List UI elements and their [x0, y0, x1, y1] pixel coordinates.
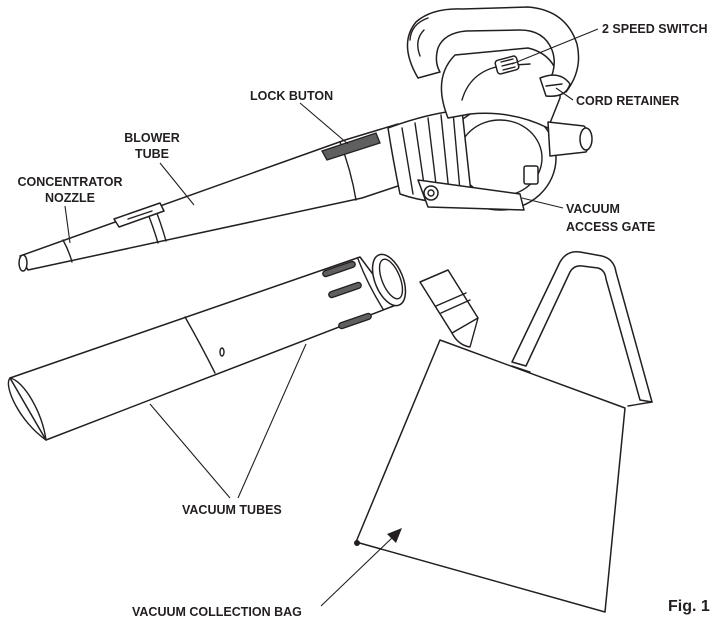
- vacuum-tube-end-ring: [357, 258, 384, 310]
- label-vacuum-collection-bag: VACUUM COLLECTION BAG: [132, 605, 302, 619]
- vacuum-collection-bag: [354, 250, 653, 613]
- arrowhead-collection-bag: [387, 528, 402, 543]
- vacuum-access-gate: [417, 179, 525, 211]
- vacuum-tube-hole: [219, 347, 225, 357]
- blower-tube-latch-grip: [127, 210, 153, 220]
- bag-handle-base: [511, 365, 653, 407]
- vacuum-tube-coupling: [184, 316, 216, 374]
- leader-lock-button: [299, 102, 349, 145]
- bag-corner-nub: [354, 540, 360, 546]
- label-speed-switch: 2 SPEED SWITCH: [602, 22, 708, 36]
- leader-speed-switch: [511, 28, 599, 65]
- label-blower-tube-line1: BLOWER: [124, 131, 180, 145]
- label-blower-tube-line2: TUBE: [135, 147, 169, 161]
- access-gate-latch: [523, 165, 539, 185]
- label-vacuum-access-gate-line2: ACCESS GATE: [566, 220, 655, 234]
- label-vacuum-tubes: VACUUM TUBES: [182, 503, 282, 517]
- bag-handle-outer: [511, 250, 653, 403]
- label-cord-retainer: CORD RETAINER: [576, 94, 679, 108]
- leader-lines: [64, 28, 599, 607]
- rear-vent-cap: [579, 127, 593, 151]
- label-lock-button: LOCK BUTON: [250, 89, 333, 103]
- access-gate-knob-center: [427, 189, 435, 197]
- bag-body: [355, 339, 626, 613]
- leader-vacuum-access-gate: [521, 197, 564, 209]
- housing-ribs: [401, 111, 462, 203]
- vacuum-tube-slot-1: [322, 260, 356, 278]
- vacuum-tube-slot-2: [328, 281, 362, 299]
- motor-housing: [387, 6, 593, 211]
- vacuum-tube-end-cap-inner: [378, 258, 404, 300]
- cord-retainer: [539, 74, 571, 97]
- access-gate-knob: [423, 185, 439, 201]
- leader-concentrator-nozzle: [64, 205, 71, 244]
- handle-grip-detail: [409, 17, 429, 57]
- concentrator-nozzle-joint: [62, 239, 73, 263]
- leader-collection-bag: [320, 535, 395, 607]
- leader-cord-retainer: [555, 87, 574, 101]
- lock-button: [321, 132, 381, 161]
- vacuum-tube-end-cap: [371, 253, 407, 307]
- bag-spout: [419, 269, 479, 334]
- bag-spout-joint: [451, 317, 479, 348]
- label-vacuum-access-gate-line1: VACUUM: [566, 202, 620, 216]
- concentrator-nozzle-tip: [18, 254, 28, 272]
- blower-assembly: [18, 6, 593, 272]
- labels: 2 SPEED SWITCH CORD RETAINER LOCK BUTON …: [17, 22, 709, 619]
- label-concentrator-nozzle-line2: NOZZLE: [45, 191, 95, 205]
- vacuum-tube-slot-3: [338, 312, 372, 330]
- blower-tube: [18, 123, 411, 272]
- label-concentrator-nozzle-line1: CONCENTRATOR: [17, 175, 122, 189]
- leader-blower-tube: [159, 162, 195, 206]
- leader-vacuum-tubes: [149, 343, 307, 499]
- vacuum-tube-open-end: [7, 377, 47, 441]
- cord-retainer-slot: [545, 83, 563, 87]
- vacuum-tubes: [7, 253, 407, 441]
- bag-spout-collar: [435, 292, 471, 314]
- figure-number: Fig. 1: [668, 598, 710, 615]
